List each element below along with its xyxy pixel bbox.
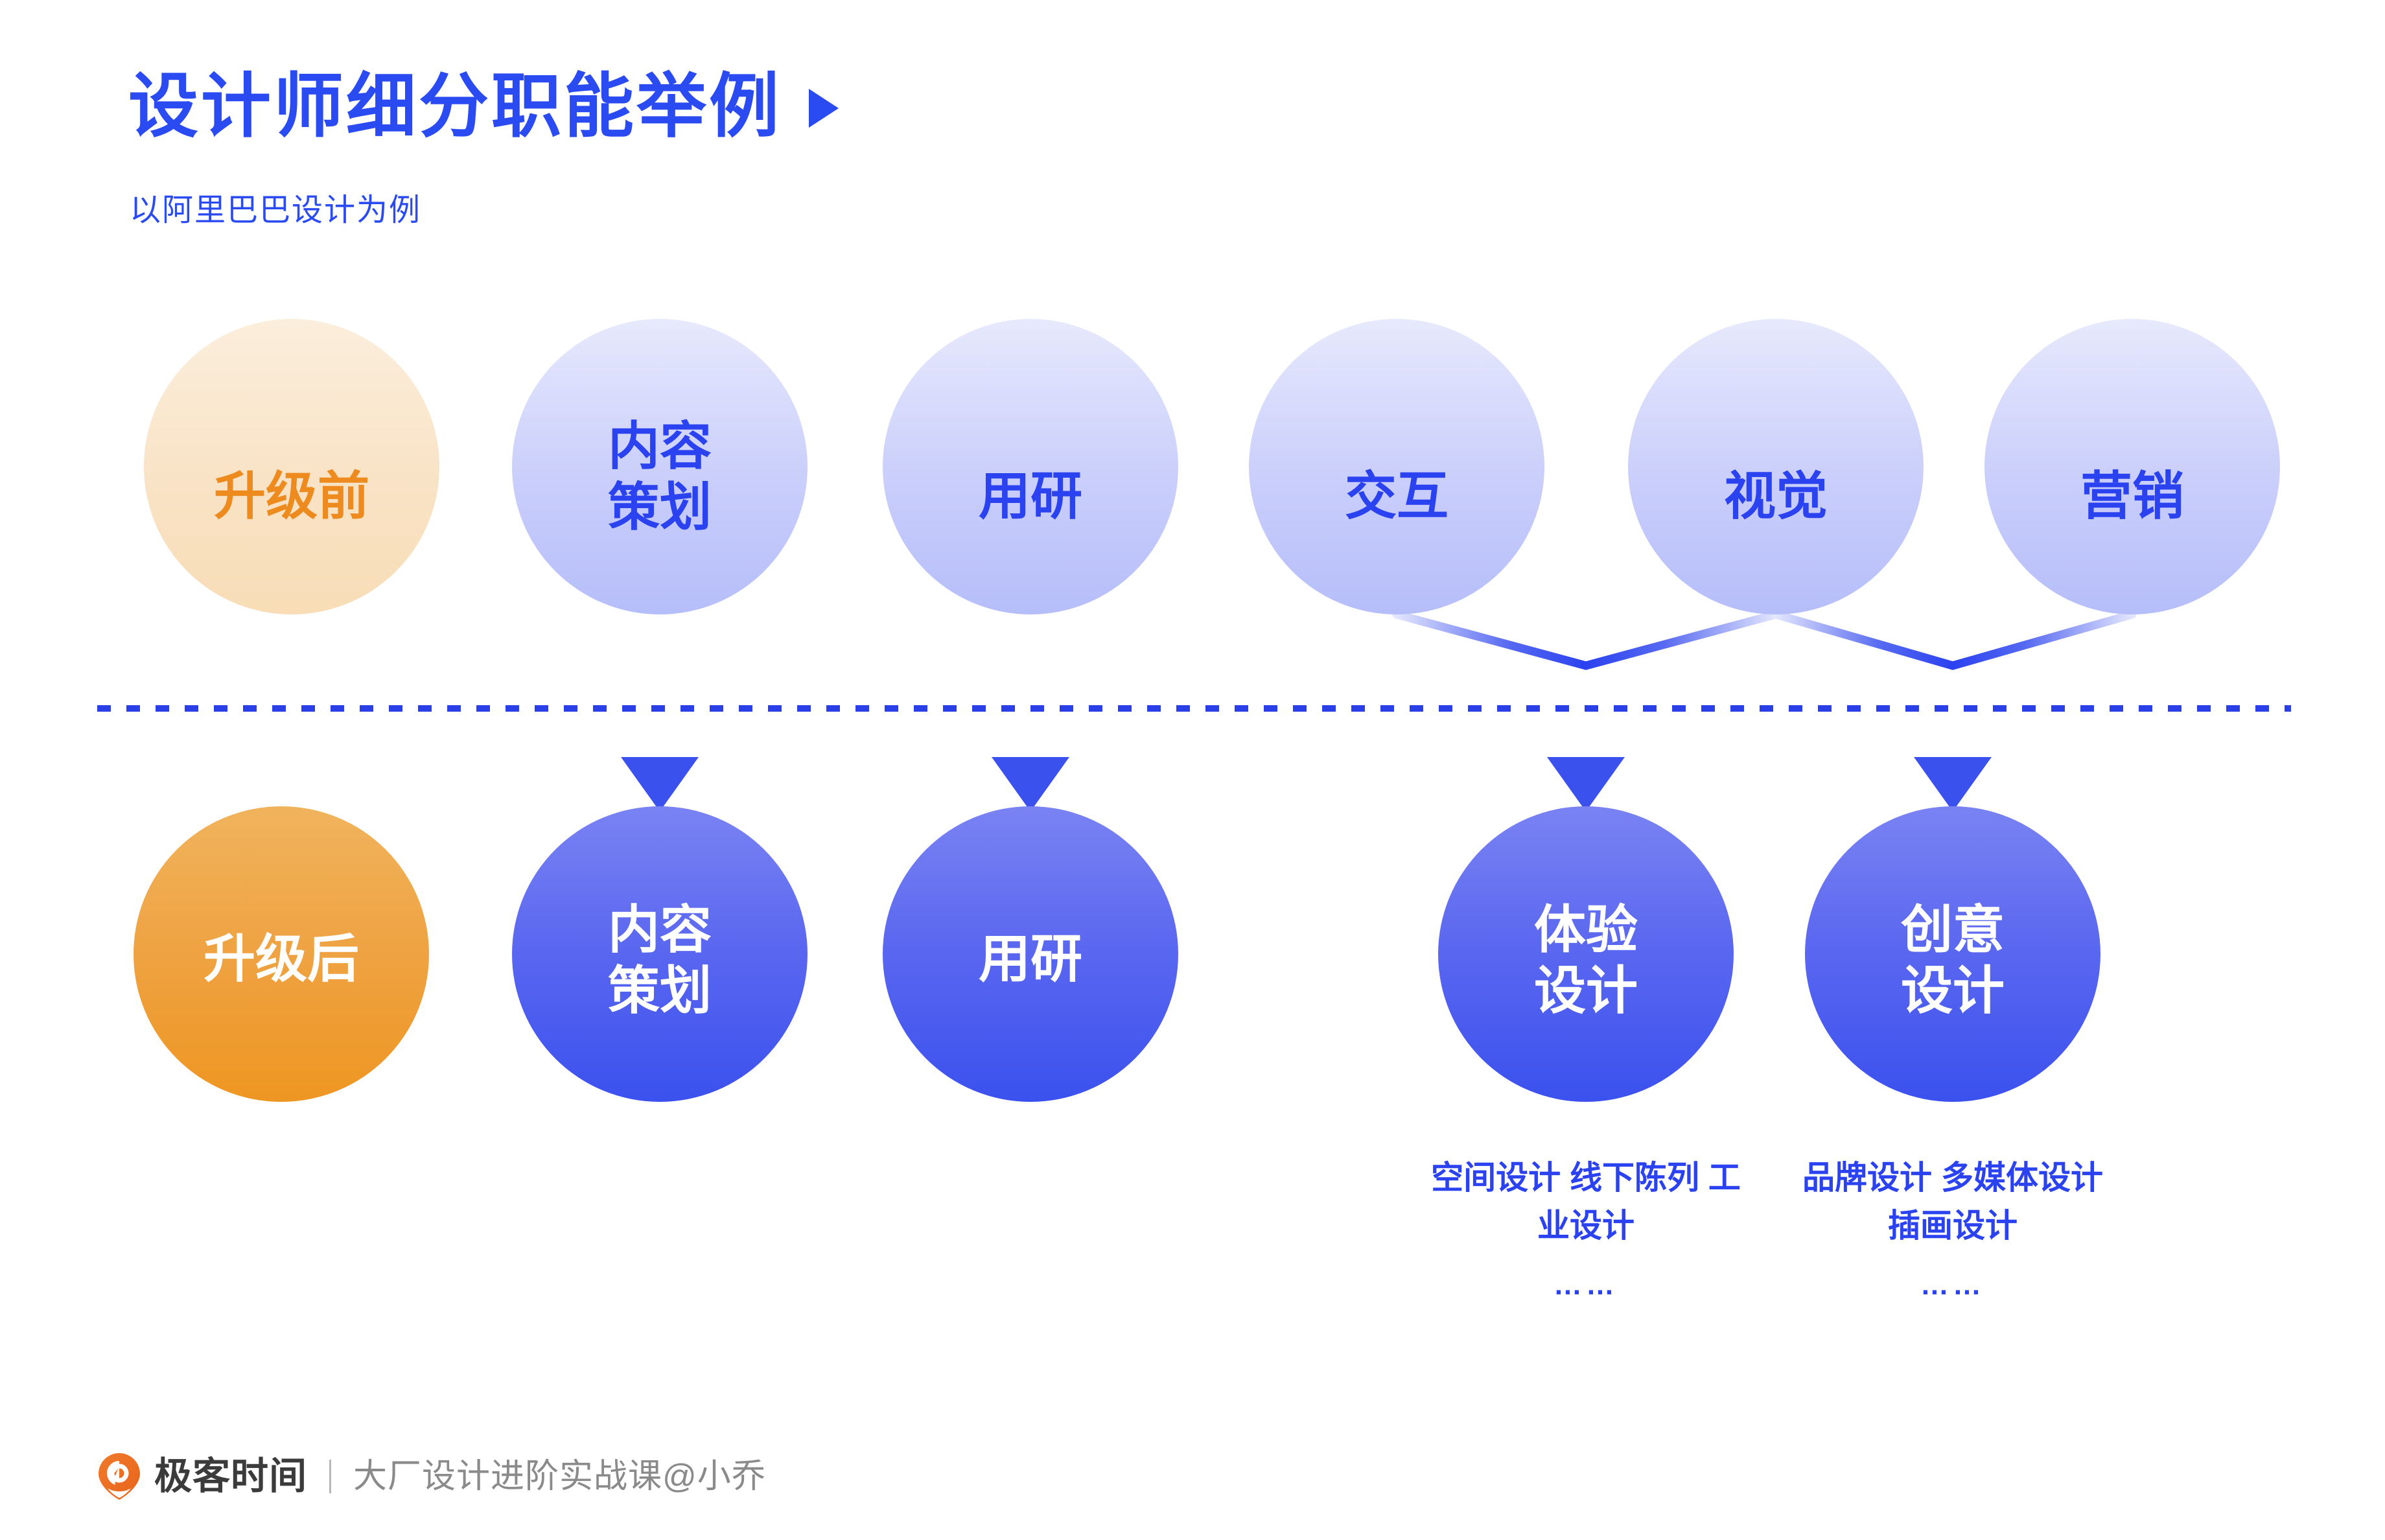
geekbang-pin-icon xyxy=(99,1453,140,1500)
sublist-experience-design: 空间设计 线下陈列 工业设计 …… xyxy=(1417,1154,1754,1306)
node-label-line-2: 设计 xyxy=(1534,962,1638,1020)
sublist-creative-design: 品牌设计 多媒体设计 插画设计 …… xyxy=(1784,1154,2121,1306)
node-after-content-planning[interactable]: 内容 策划 xyxy=(512,806,808,1102)
sublist-item: 品牌设计 xyxy=(1802,1160,1933,1196)
node-label-block: 创意 设计 xyxy=(1901,893,2005,1020)
course-name: 大厂设计进阶实战课@小乔 xyxy=(353,1458,766,1495)
node-label: 交互 xyxy=(1345,467,1448,525)
node-before-stage-marker[interactable]: 升级前 xyxy=(144,319,439,614)
sublist-item: 工业设计 xyxy=(1537,1160,1741,1244)
play-triangle-icon xyxy=(809,89,839,128)
connector-content-planning xyxy=(621,614,699,811)
sublist-item: 线下陈列 xyxy=(1570,1160,1699,1196)
node-label-line-1: 创意 xyxy=(1901,900,2005,959)
node-label-line-1: 体验 xyxy=(1534,900,1638,959)
node-label-block: 内容 策划 xyxy=(608,406,712,536)
node-after-user-research[interactable]: 用研 xyxy=(883,806,1178,1102)
sublist-item: 插画设计 xyxy=(1888,1208,2018,1244)
node-before-user-research[interactable]: 用研 xyxy=(883,319,1178,614)
page-title: 设计师细分职能举例 xyxy=(128,67,782,145)
node-after-experience-design[interactable]: 体验 设计 xyxy=(1438,806,1734,1102)
node-label-block: 体验 设计 xyxy=(1534,893,1638,1020)
node-before-interaction[interactable]: 交互 xyxy=(1249,319,1544,614)
row-divider xyxy=(97,705,2291,712)
connector-user-research xyxy=(992,614,1069,811)
page-title-row: 设计师细分职能举例 xyxy=(128,71,839,141)
node-label: 营销 xyxy=(2080,467,2184,525)
sublist-item: 空间设计 xyxy=(1431,1160,1561,1196)
brand-name: 极客时间 xyxy=(154,1455,308,1497)
footer: 极客时间 大厂设计进阶实战课@小乔 xyxy=(97,1452,766,1501)
node-label-line-1: 内容 xyxy=(608,900,712,959)
footer-separator xyxy=(329,1460,332,1493)
node-after-stage-marker[interactable]: 升级后 xyxy=(134,806,429,1102)
node-before-content-planning[interactable]: 内容 策划 xyxy=(512,319,808,614)
node-label-line-1: 内容 xyxy=(608,417,712,475)
node-label-line-2: 策划 xyxy=(608,962,712,1020)
node-before-visual[interactable]: 视觉 xyxy=(1628,319,1924,614)
connector-merge-experience-design xyxy=(1392,610,1780,811)
node-label: 升级前 xyxy=(214,467,369,525)
node-after-creative-design[interactable]: 创意 设计 xyxy=(1805,806,2100,1102)
node-before-marketing[interactable]: 营销 xyxy=(1984,319,2280,614)
sublist-ellipsis: …… xyxy=(1553,1269,1618,1301)
node-label: 视觉 xyxy=(1724,467,1828,525)
node-label-block: 内容 策划 xyxy=(608,893,712,1020)
node-label-line-2: 设计 xyxy=(1901,962,2005,1020)
connector-merge-creative-design xyxy=(1771,610,2137,811)
sublist-item: 多媒体设计 xyxy=(1940,1160,2103,1196)
sublist-ellipsis: …… xyxy=(1920,1269,1985,1301)
node-label: 用研 xyxy=(979,467,1082,525)
node-label: 升级后 xyxy=(204,929,359,988)
page-subtitle: 以阿里巴巴设计为例 xyxy=(130,193,422,228)
node-label: 用研 xyxy=(979,929,1082,988)
node-label-line-2: 策划 xyxy=(608,478,712,536)
